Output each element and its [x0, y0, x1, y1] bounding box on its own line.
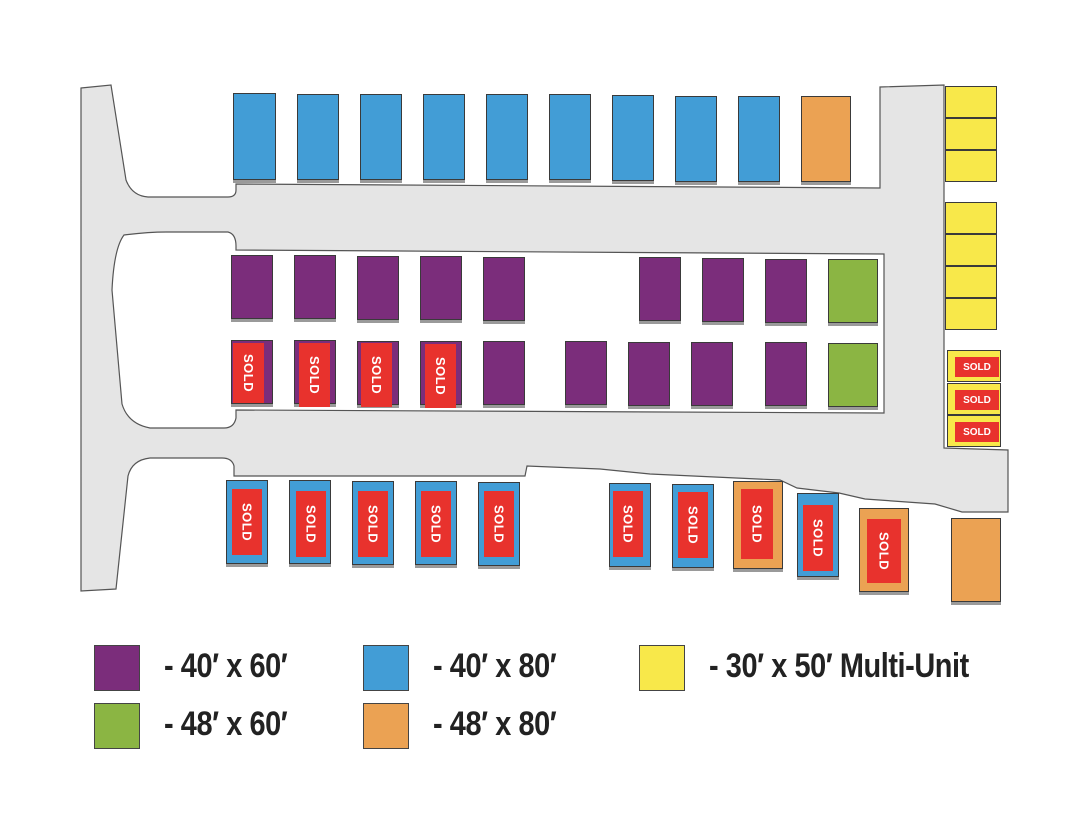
sold-badge: SOLD: [299, 343, 330, 407]
legend-label: - 48′ x 80′: [433, 705, 557, 743]
lot-middle-1-purple[interactable]: [231, 255, 273, 319]
lot-middle-2-purple[interactable]: [691, 342, 733, 406]
lot-middle-1-purple[interactable]: [639, 257, 681, 321]
lot-middle-2-purple[interactable]: [628, 342, 670, 406]
lot-middle-1-purple[interactable]: [765, 259, 807, 323]
lot-right-yellow[interactable]: [945, 150, 997, 182]
lot-middle-1-green[interactable]: [828, 259, 878, 323]
sold-badge: SOLD: [232, 489, 262, 555]
lot-middle-1-purple[interactable]: [483, 257, 525, 321]
sold-badge: SOLD: [296, 491, 326, 557]
lot-top-orange[interactable]: [801, 96, 851, 182]
legend-swatch-yellow: [639, 645, 685, 691]
lot-middle-1-purple[interactable]: [357, 256, 399, 320]
lot-top-blue[interactable]: [423, 94, 465, 180]
sold-badge: SOLD: [741, 489, 773, 559]
lot-top-blue[interactable]: [738, 96, 780, 182]
sold-badge: SOLD: [803, 505, 833, 571]
lot-middle-2-purple[interactable]: [483, 341, 525, 405]
lot-right-yellow[interactable]: [945, 86, 997, 118]
lot-top-blue[interactable]: [360, 94, 402, 180]
legend-swatch-blue: [363, 645, 409, 691]
lot-top-blue[interactable]: [233, 93, 276, 180]
lot-top-blue[interactable]: [297, 94, 339, 180]
lot-top-blue[interactable]: [486, 94, 528, 180]
lot-bottom-orange[interactable]: [951, 518, 1001, 602]
lot-top-blue[interactable]: [612, 95, 654, 181]
lot-right-yellow[interactable]: [945, 266, 997, 298]
sold-badge: SOLD: [613, 491, 643, 557]
sold-badge: SOLD: [955, 422, 999, 442]
legend-swatch-green: [94, 703, 140, 749]
legend-label: - 40′ x 60′: [164, 647, 288, 685]
lot-middle-2-green[interactable]: [828, 343, 878, 407]
legend-label: - 40′ x 80′: [433, 647, 557, 685]
lot-right-yellow[interactable]: [945, 298, 997, 330]
lot-top-blue[interactable]: [675, 96, 717, 182]
legend-label: - 30′ x 50′ Multi-Unit: [709, 647, 969, 685]
lot-right-yellow[interactable]: [945, 202, 997, 234]
sold-badge: SOLD: [867, 519, 901, 583]
sold-badge: SOLD: [484, 491, 514, 557]
sold-badge: SOLD: [358, 491, 388, 557]
sold-badge: SOLD: [678, 492, 708, 558]
sold-badge: SOLD: [421, 491, 451, 557]
lot-middle-2-purple[interactable]: [765, 342, 807, 406]
lot-middle-2-purple[interactable]: [565, 341, 607, 405]
road-network: [80, 84, 1009, 592]
roads: [80, 84, 1009, 592]
sold-badge: SOLD: [233, 343, 264, 403]
lot-top-blue[interactable]: [549, 94, 591, 180]
sold-badge: SOLD: [955, 357, 999, 377]
lot-right-yellow[interactable]: [945, 118, 997, 150]
lot-middle-1-purple[interactable]: [420, 256, 462, 320]
site-plan: SOLD SOLD SOLD SOLD SOLD SOLD SOLD SOLD SOLD SOLD…: [80, 84, 1009, 602]
sold-badge: SOLD: [361, 343, 392, 407]
sold-badge: SOLD: [425, 344, 456, 408]
sold-badge: SOLD: [955, 390, 999, 410]
lot-right-yellow[interactable]: [945, 234, 997, 266]
lot-middle-1-purple[interactable]: [294, 255, 336, 319]
lot-middle-1-purple[interactable]: [702, 258, 744, 322]
legend-swatch-orange: [363, 703, 409, 749]
legend-label: - 48′ x 60′: [164, 705, 288, 743]
legend-swatch-purple: [94, 645, 140, 691]
